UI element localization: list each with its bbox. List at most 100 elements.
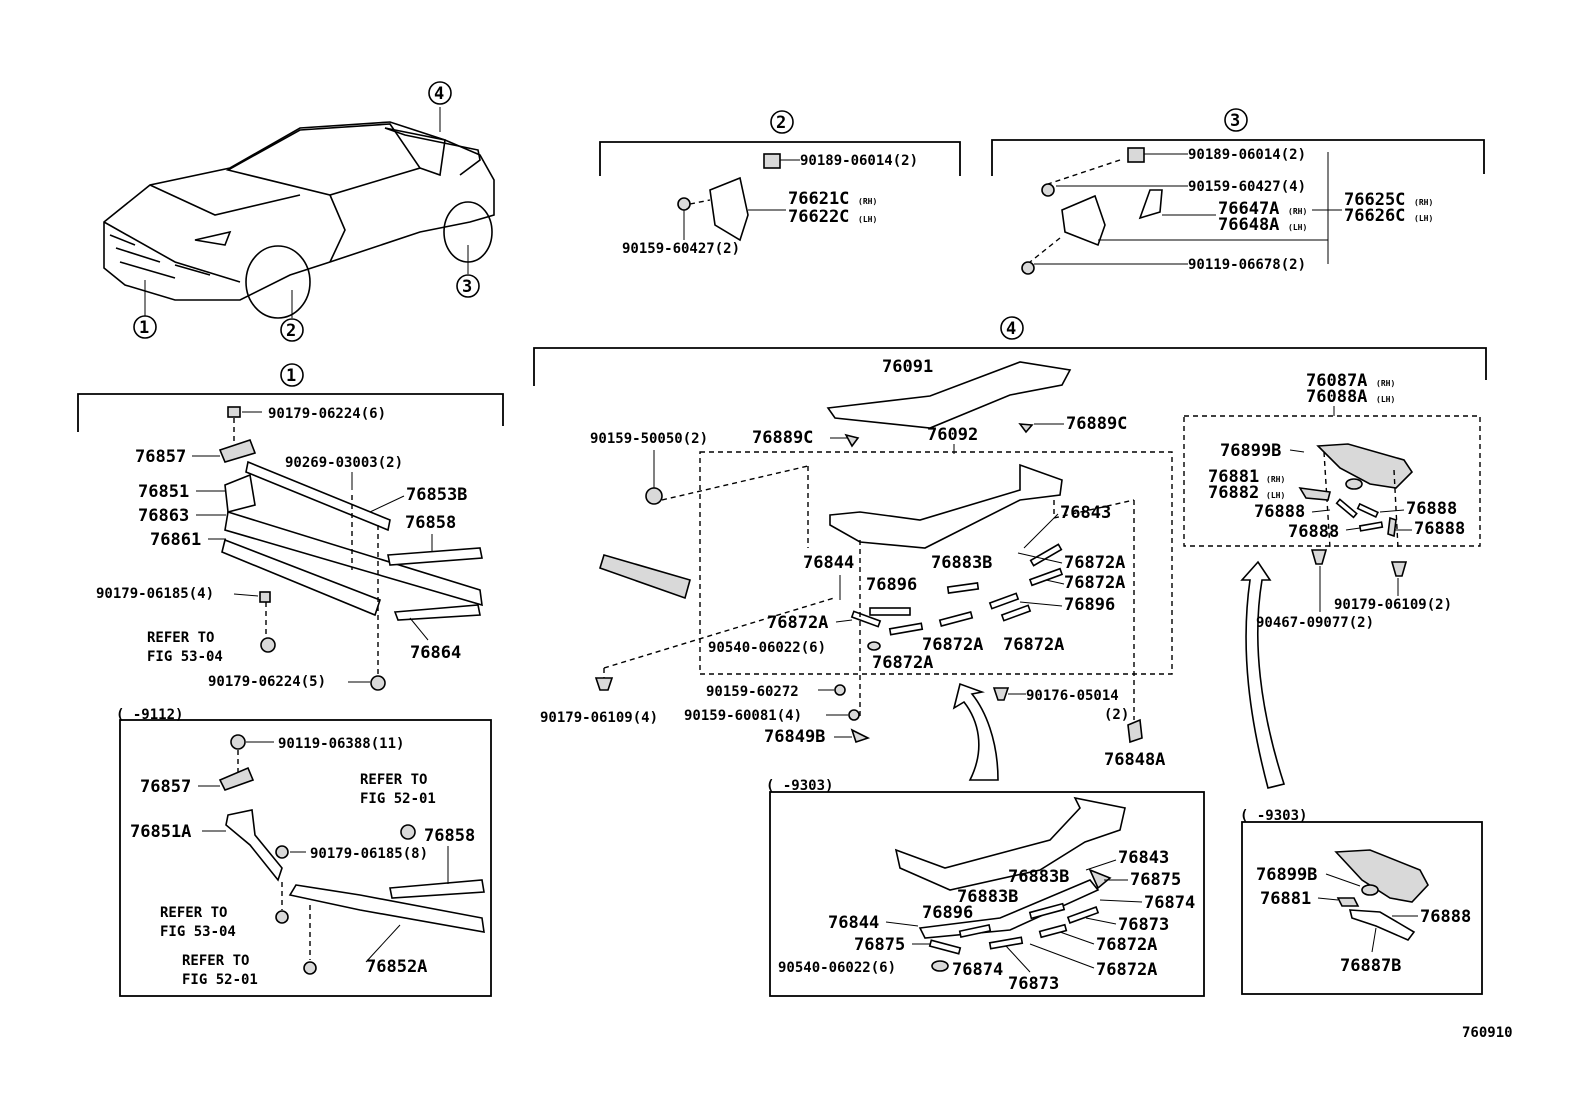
label-76851: 76851 [138,482,189,502]
label-76883B-variant-2: 76883B [957,887,1018,907]
label-90540-06022-6: 90540-06022(6) [708,640,826,656]
label-90179-06224-6: 90179-06224(6) [268,406,386,422]
arrow-to-variant-spoiler [952,682,999,781]
label-76872A-4: 76872A [922,635,983,655]
clip-90189-06014-s3-shape [1127,147,1145,163]
section4-rear-spoiler: 4 76091 76092 90159-50050(2) 76889C 7688… [533,316,1487,789]
section4-variant-endplate-box: ( -9303) 76899B 76881 76888 76887B [1240,808,1483,995]
spoiler-assembly-dashed-box [699,451,1173,675]
label-76883B-variant-1: 76883B [1008,867,1069,887]
label-76888-d: 76888 [1414,519,1465,539]
label-76622C: 76622C [788,207,849,227]
label-90159-60081-4: 90159-60081(4) [684,708,802,724]
label-90269-03003-2: 90269-03003(2) [285,455,403,471]
label-90540-06022-6-variant: 90540-06022(6) [778,960,896,976]
label-76882-s4: 76882 [1208,483,1259,503]
label-76849B: 76849B [764,727,825,747]
callout-2-header: 2 [770,110,794,134]
label-76888-c: 76888 [1406,499,1457,519]
part-76852A-shape [288,884,485,933]
label-76881-s4: 76881 [1208,467,1259,487]
label-76647A: 76647A [1218,199,1279,219]
label-76621C: 76621C [788,189,849,209]
label-76881-variant: 76881 [1260,889,1311,909]
callout-4-header: 4 [1000,316,1024,340]
label-76888-variant: 76888 [1420,907,1471,927]
car-overview [103,107,495,319]
label-90179-06185-4: 90179-06185(4) [96,586,214,602]
label-76843-variant: 76843 [1118,848,1169,868]
svg-text:4: 4 [434,84,444,104]
label-90159-60427-4: 90159-60427(4) [1188,179,1306,195]
section1-front-spoiler: 1 90179-06224(6) 76857 90269-03003(2) 76… [77,363,504,691]
part-76864-shape [393,604,481,621]
svg-text:(RH): (RH) [1288,207,1307,216]
label-76888-b: 76888 [1288,522,1339,542]
label-76851A: 76851A [130,822,191,842]
part-76087A-shape [1316,443,1414,489]
label-76889C-left: 76889C [752,428,813,448]
label-76872A-1: 76872A [1064,553,1125,573]
svg-text:2: 2 [776,113,786,133]
svg-text:(LH): (LH) [1266,491,1285,500]
label-76883B: 76883B [931,553,992,573]
label-refer-to-b1: REFER TO [360,772,427,788]
label-76875-variant-2: 76875 [854,935,905,955]
label-76857: 76857 [135,447,186,467]
label-76625C: 76625C [1344,190,1405,210]
label-76872A-5: 76872A [1003,635,1064,655]
label-76896-variant: 76896 [922,903,973,923]
part-76857-shape [218,438,257,463]
callout-2-car: 2 [280,318,304,342]
label-76861: 76861 [150,530,201,550]
label-90179-06185-8: 90179-06185(8) [310,846,428,862]
label-90159-60427-2-s2: 90159-60427(2) [622,241,740,257]
label-90467-09077-2: 90467-09077(2) [1256,615,1374,631]
svg-text:(RH): (RH) [858,197,877,206]
label-76088A: 76088A [1306,387,1367,407]
figure-code: 760910 [1462,1025,1513,1041]
part-76853B-shape [245,460,391,532]
callout-3-car: 3 [456,274,480,298]
label-76899B-s4: 76899B [1220,441,1281,461]
label-qty-2: (2) [1104,707,1129,723]
svg-text:2: 2 [286,321,296,341]
svg-text:(RH): (RH) [1266,475,1285,484]
label-90189-06014-2-s2: 90189-06014(2) [800,153,918,169]
label-76843: 76843 [1060,503,1111,523]
label-90119-06678-2: 90119-06678(2) [1188,257,1306,273]
part-spoiler-variant-shape [894,796,1126,891]
part-76621C-shape [709,176,749,242]
svg-text:3: 3 [462,277,472,297]
label-90159-50050-2: 90159-50050(2) [590,431,708,447]
label-76872A-variant-1: 76872A [1096,935,1157,955]
part-side-piece-shape [599,554,691,600]
label-refer-to-c2: FIG 53-04 [160,924,236,940]
label-76874-variant-1: 76874 [1144,893,1195,913]
svg-text:(RH): (RH) [1414,198,1433,207]
label-range-9303-endplate: ( -9303) [1240,808,1307,824]
part-76887B-shape [1348,909,1416,941]
label-76873-variant-2: 76873 [1008,974,1059,994]
part-76858-shape [387,547,483,566]
section3-rear-mudguard: 3 90189-06014(2) 90159-60427(4) 76647A (… [991,108,1485,275]
label-76899B-variant: 76899B [1256,865,1317,885]
part-76861b-shape [221,538,382,617]
callout-1-header: 1 [280,363,304,387]
label-76864: 76864 [410,643,461,663]
label-refer-to-b2: FIG 52-01 [360,791,436,807]
label-refer-to-d2: FIG 52-01 [182,972,258,988]
label-76092: 76092 [927,425,978,445]
label-76888-a: 76888 [1254,502,1305,522]
label-90189-06014-2-s3: 90189-06014(2) [1188,147,1306,163]
section2-front-mudguard: 2 90189-06014(2) 76621C (RH) 76622C (LH)… [599,110,961,257]
label-76872A-2: 76872A [1064,573,1125,593]
label-76872A-variant-2: 76872A [1096,960,1157,980]
label-76872A-6: 76872A [872,653,933,673]
label-refer-to-a1: REFER TO [147,630,214,646]
part-76851A-shape [225,809,283,882]
label-76896-left: 76896 [866,575,917,595]
part-76625C-shape [1061,194,1106,247]
label-76873-variant-1: 76873 [1118,915,1169,935]
